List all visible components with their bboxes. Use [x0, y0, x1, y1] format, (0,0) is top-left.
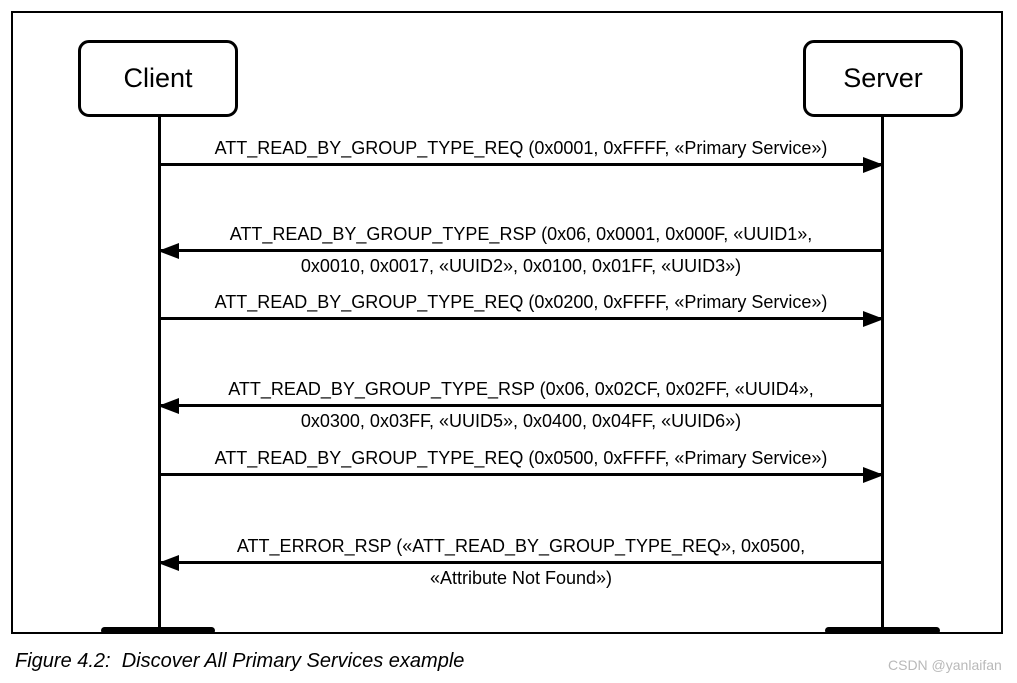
- message-arrow-left: [158, 242, 883, 259]
- figure-caption: Figure 4.2: Discover All Primary Service…: [15, 650, 465, 672]
- arrowhead-left-icon: [158, 554, 179, 571]
- message-arrow-left: [158, 397, 883, 414]
- message-label: ATT_ERROR_RSP («ATT_READ_BY_GROUP_TYPE_R…: [236, 536, 806, 556]
- message-label-continuation: «Attribute Not Found»): [429, 568, 613, 588]
- message-arrow-left: [158, 554, 883, 571]
- message-label: ATT_READ_BY_GROUP_TYPE_REQ (0x0200, 0xFF…: [214, 292, 828, 312]
- actor-box-client: Client: [78, 40, 238, 117]
- arrowhead-right-icon: [863, 156, 884, 173]
- arrowhead-right-icon: [863, 310, 884, 327]
- message-arrow-right: [159, 466, 884, 483]
- diagram-border: Client Server ATT_READ_BY_GROUP_TYPE_REQ…: [11, 11, 1003, 634]
- actor-box-server: Server: [803, 40, 963, 117]
- message-label-continuation: 0x0300, 0x03FF, «UUID5», 0x0400, 0x04FF,…: [300, 411, 742, 431]
- watermark: CSDN @yanlaifan: [888, 657, 1002, 673]
- message-arrow-right: [159, 156, 884, 173]
- message-label: ATT_READ_BY_GROUP_TYPE_RSP (0x06, 0x0001…: [229, 224, 813, 244]
- actor-label-server: Server: [843, 63, 923, 93]
- server-lifeline-end-bar: [825, 627, 940, 634]
- arrowhead-left-icon: [158, 242, 179, 259]
- arrowhead-left-icon: [158, 397, 179, 414]
- message-label: ATT_READ_BY_GROUP_TYPE_REQ (0x0001, 0xFF…: [214, 138, 828, 158]
- arrowhead-right-icon: [863, 466, 884, 483]
- message-arrow-right: [159, 310, 884, 327]
- client-lifeline-end-bar: [101, 627, 215, 634]
- message-label: ATT_READ_BY_GROUP_TYPE_RSP (0x06, 0x02CF…: [228, 379, 814, 399]
- actor-label-client: Client: [123, 63, 193, 93]
- message-label: ATT_READ_BY_GROUP_TYPE_REQ (0x0500, 0xFF…: [214, 448, 828, 468]
- message-label-continuation: 0x0010, 0x0017, «UUID2», 0x0100, 0x01FF,…: [300, 256, 742, 276]
- server-lifeline: [881, 117, 884, 631]
- client-lifeline: [158, 117, 161, 631]
